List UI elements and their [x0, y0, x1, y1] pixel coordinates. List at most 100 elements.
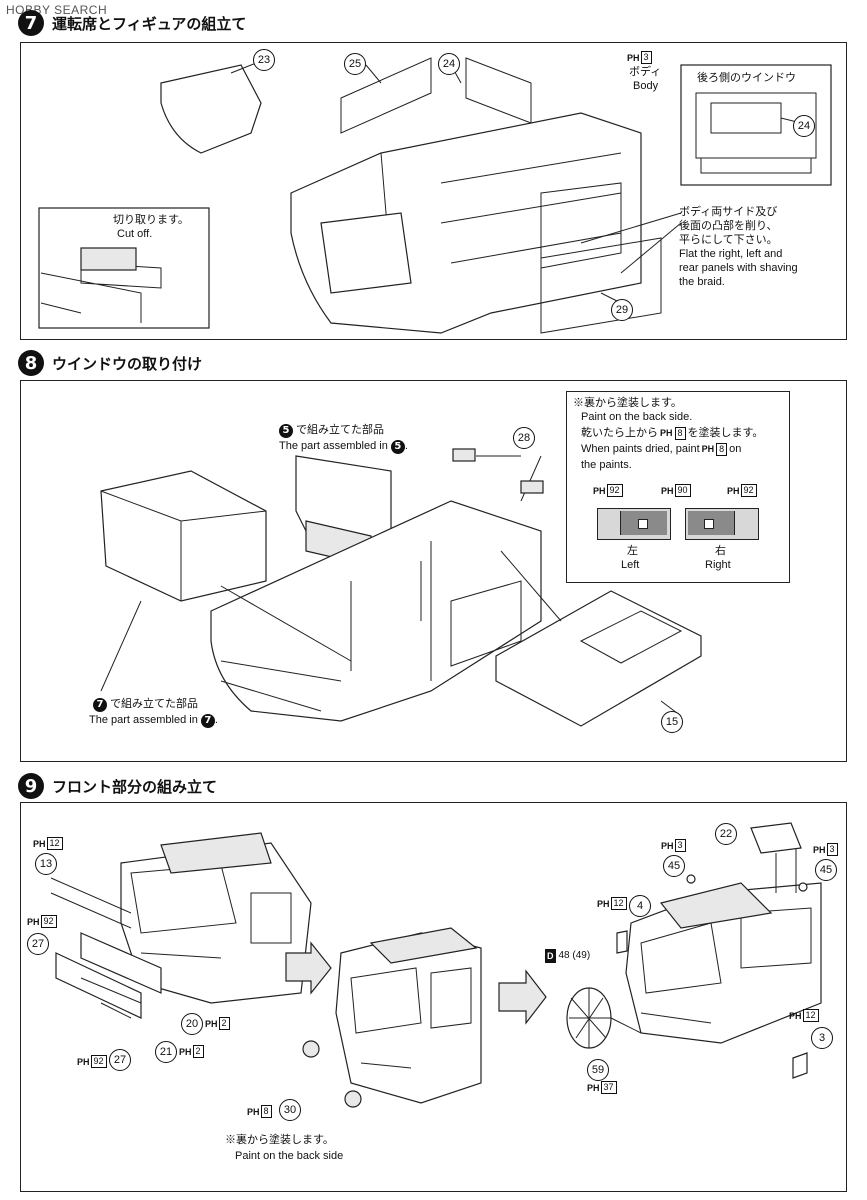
step8-drawing — [100, 448, 702, 727]
rear-window-label: 後ろ側のウインドウ — [697, 72, 796, 84]
decal-label: D 48 (49) — [545, 949, 590, 963]
flat-note-ja-1: ボディ両サイド及び — [679, 206, 778, 218]
callout-13: 13 — [35, 853, 57, 875]
callout-22: 22 — [715, 823, 737, 845]
paint-body-code: 3 — [640, 51, 652, 64]
back-note-ja: ※裏から塗装します。 — [225, 1134, 334, 1146]
left-label-en: Left — [621, 559, 640, 571]
ref5-ja-text: で組み立てた部品 — [296, 424, 385, 436]
ref7-en-badge: 7 — [200, 714, 215, 728]
ref5-en-badge: 5 — [390, 440, 405, 454]
step9-title: フロント部分の組み立て — [52, 777, 218, 796]
roof-part-22-shape — [750, 822, 802, 854]
step7-header: 7 運転席とフィギュアの組立て — [18, 10, 246, 36]
ph-20-code: 2 — [218, 1017, 230, 1030]
flat-note: ボディ両サイド及び 後面の凸部を削り、 平らにして下さい。 Flat the r… — [679, 205, 798, 289]
paint-box-line2: Paint on the back side. — [581, 411, 693, 423]
callout-15: 15 — [661, 711, 683, 733]
paint-box-line4: When paints dried, paint PH 8 on — [581, 442, 742, 456]
right-label-ja: 右 — [715, 545, 726, 557]
ph-45a-code: 3 — [674, 839, 686, 852]
callout-25: 25 — [344, 53, 366, 75]
callout-27a: 27 — [27, 933, 49, 955]
paint-box-line3: 乾いたら上から PH 8 を塗装します。 — [581, 426, 764, 440]
part-23-shape — [160, 64, 262, 154]
right-label-en: Right — [705, 559, 731, 571]
ph-59-code: 37 — [600, 1081, 617, 1094]
callout-4: 4 — [629, 895, 651, 917]
callout-21: 21 — [155, 1041, 177, 1063]
body-label-ja: ボディ — [629, 66, 662, 78]
step8-title: ウインドウの取り付け — [52, 354, 203, 373]
arrow-2-shape — [498, 969, 547, 1025]
decal-prefix: D — [545, 949, 556, 963]
ph-21-code: 2 — [192, 1045, 204, 1058]
seat-box-shape — [100, 470, 267, 602]
truck-left-shape — [120, 842, 312, 1004]
step8-panel: 5 で組み立てた部品 The part assembled in 5. 7 で組… — [20, 380, 847, 762]
step7-title: 運転席とフィギュアの組立て — [52, 14, 247, 33]
callout-24-rear: 24 — [793, 115, 815, 137]
paint-code-left-val: 92 — [606, 484, 623, 497]
left-window-swatch — [597, 508, 671, 540]
paint-box-line4-post: on — [729, 443, 742, 455]
callout-45b: 45 — [815, 859, 837, 881]
ph-4-code: 12 — [610, 897, 627, 910]
ref7-en-text: The part assembled in — [89, 714, 198, 726]
callout-20: 20 — [181, 1013, 203, 1035]
paint-box-line3-post: を塗装します。 — [687, 427, 764, 439]
step9-number: 9 — [18, 773, 44, 799]
paint-box-line1: ※裏から塗装します。 — [573, 397, 682, 409]
ph-30-code: 8 — [260, 1105, 272, 1118]
ref5-ja-badge: 5 — [279, 424, 293, 438]
step7-number: 7 — [18, 10, 44, 36]
paint-instruction-box: ※裏から塗装します。 Paint on the back side. 乾いたら上… — [566, 391, 790, 583]
ref7-en: The part assembled in 7. — [89, 714, 218, 728]
cab-body-8-shape — [210, 500, 542, 722]
callout-30: 30 — [279, 1099, 301, 1121]
callout-45a: 45 — [663, 855, 685, 877]
ph-27b-code: 92 — [90, 1055, 107, 1068]
paint-box-line5: the paints. — [581, 459, 632, 471]
front-grille-shape — [320, 212, 412, 294]
ref5-ja: 5 で組み立てた部品 — [279, 423, 384, 438]
callout-59: 59 — [587, 1059, 609, 1081]
cut-note-en: Cut off. — [117, 228, 153, 240]
ref5-en-text: The part assembled in — [279, 440, 388, 452]
flat-note-en-2: rear panels with shaving — [679, 262, 798, 274]
ph-27a-code: 92 — [40, 915, 57, 928]
flat-note-en-3: the braid. — [679, 276, 725, 288]
callout-3: 3 — [811, 1027, 833, 1049]
ph-3-code: 12 — [802, 1009, 819, 1022]
floor-tray-shape — [495, 590, 702, 727]
back-note-en: Paint on the back side — [235, 1150, 344, 1162]
callout-24: 24 — [438, 53, 460, 75]
paint-code-right-val: 92 — [740, 484, 757, 497]
step8-header: 8 ウインドウの取り付け — [18, 350, 202, 376]
flat-note-en-1: Flat the right, left and — [679, 248, 783, 260]
flat-note-ja-2: 後面の凸部を削り、 — [679, 220, 778, 232]
ref7-ja: 7 で組み立てた部品 — [93, 697, 198, 712]
paint-box-line3-code: 8 — [674, 426, 686, 440]
body-label-en: Body — [633, 80, 659, 92]
ref5-en: The part assembled in 5. — [279, 440, 408, 454]
paint-box-line4-pre: When paints dried, paint — [581, 443, 700, 455]
step9-drawing — [50, 822, 822, 1108]
step7-drawing — [38, 57, 832, 334]
arrow-1-shape — [285, 941, 332, 995]
cut-note-ja: 切り取ります。 — [113, 214, 189, 226]
